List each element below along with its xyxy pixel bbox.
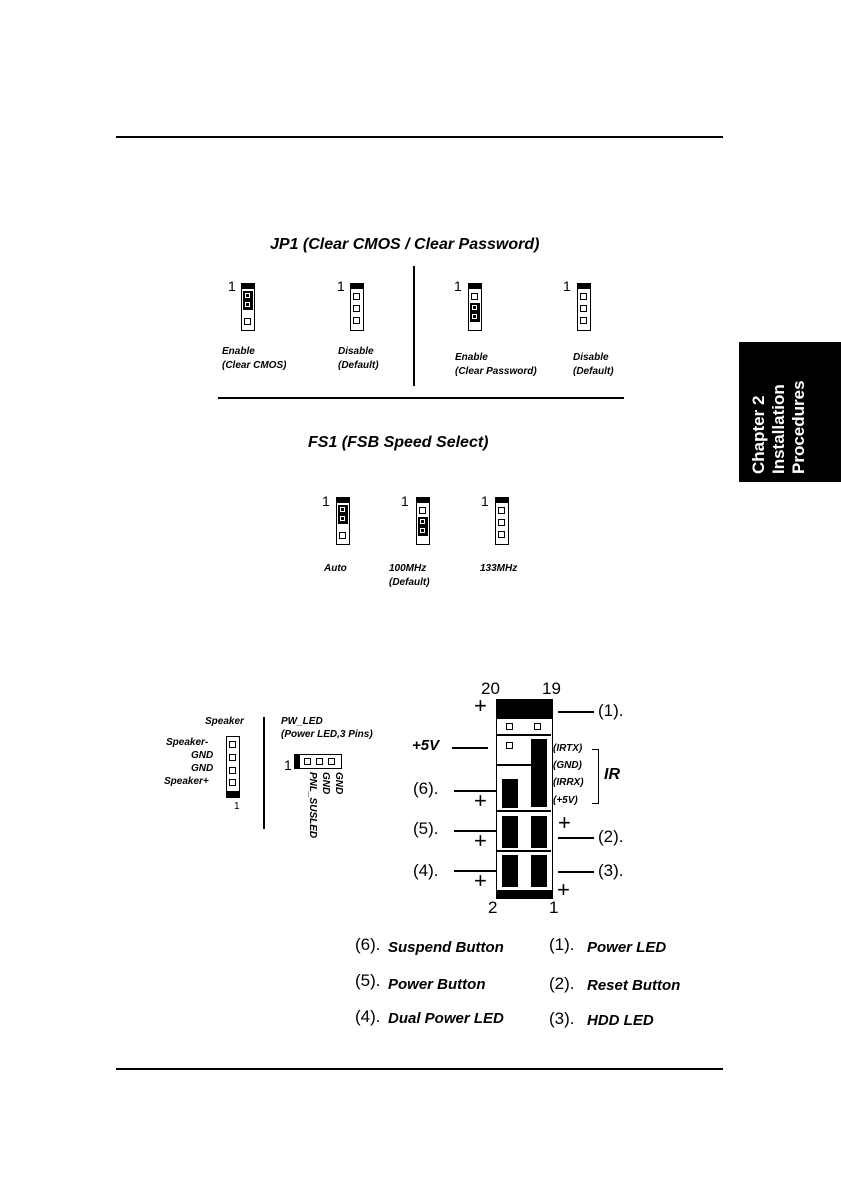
label-enable-cmos-sub: (Clear CMOS) [222, 360, 287, 371]
speaker-pin-label: Speaker- [166, 737, 209, 748]
label-133mhz: 133MHz [480, 563, 518, 574]
fs1-title: FS1 (FSB Speed Select) [308, 434, 489, 451]
ir-label: (IRTX) [553, 743, 583, 754]
speaker-divider [263, 717, 265, 829]
panel-ref-1: (1). [598, 701, 624, 720]
pwled-header [293, 753, 342, 769]
leader-line [558, 871, 594, 873]
panel-ref-4: (4). [413, 861, 439, 880]
legend-num: (4). [355, 1007, 381, 1026]
tab-line-3: Procedures [789, 380, 808, 474]
legend-num: (3). [549, 1009, 575, 1028]
jp1-title: JP1 (Clear CMOS / Clear Password) [270, 236, 540, 253]
speaker-pin-label: GND [191, 763, 214, 774]
pin1-marker: 1 [401, 493, 409, 509]
panel-header [495, 698, 553, 899]
jumper-jp1-enable-pwd [467, 282, 482, 331]
ir-label: (IRRX) [553, 777, 584, 788]
top-rule [116, 136, 723, 138]
legend-num: (6). [355, 935, 381, 954]
panel-plus5v: +5V [412, 737, 440, 754]
jumper-jp1-disable-pwd [576, 282, 591, 331]
panel-plus: + [474, 788, 487, 813]
label-auto: Auto [324, 563, 347, 574]
legend-label: Reset Button [587, 977, 681, 994]
panel-ref-6: (6). [413, 779, 439, 798]
ir-bracket [592, 749, 599, 804]
pin1-marker: 1 [454, 278, 462, 294]
legend-num: (5). [355, 971, 381, 990]
leader-line [452, 747, 488, 749]
jp1-divider [413, 266, 415, 386]
panel-plus: + [474, 693, 487, 718]
ir-label: (+5V) [553, 795, 578, 806]
speaker-pin-label: Speaker+ [164, 776, 209, 787]
speaker-header [225, 736, 240, 798]
leader-line [454, 870, 496, 872]
jumper-fs1-100mhz [415, 496, 430, 545]
panel-plus: + [558, 810, 571, 835]
pin1-marker: 1 [481, 493, 489, 509]
pwled-pin1: 1 [284, 757, 292, 773]
jp1-fs1-separator [218, 397, 624, 399]
label-disable-pwd-sub: (Default) [573, 366, 614, 377]
panel-plus: + [557, 877, 570, 902]
pin1-marker: 1 [322, 493, 330, 509]
pwled-vlabel: PNL_SUSLED [307, 772, 318, 839]
leader-line [558, 837, 594, 839]
ir-title: IR [604, 766, 620, 783]
speaker-pin1: 1 [234, 801, 240, 812]
pwled-title: PW_LED [281, 716, 323, 727]
chapter-tab: Chapter 2 Installation Procedures [739, 342, 841, 482]
label-disable-cmos-sub: (Default) [338, 360, 379, 371]
ir-label: (GND) [553, 760, 582, 771]
speaker-pin-label: GND [191, 750, 214, 761]
label-enable-pwd: Enable [455, 352, 488, 363]
label-100mhz: 100MHz [389, 563, 427, 574]
panel-plus: + [474, 868, 487, 893]
label-enable-cmos: Enable [222, 346, 255, 357]
tab-line-2: Installation [769, 384, 788, 474]
tab-line-1: Chapter 2 [749, 395, 768, 474]
legend-num: (1). [549, 935, 575, 954]
legend-label: Power LED [587, 939, 667, 956]
panel-ref-3: (3). [598, 861, 624, 880]
panel-ref-5: (5). [413, 819, 439, 838]
panel-ref-2: (2). [598, 827, 624, 846]
leader-line [454, 790, 496, 792]
pwled-subtitle: (Power LED,3 Pins) [281, 729, 373, 740]
legend-label: Dual Power LED [388, 1010, 504, 1027]
panel-pin2: 2 [488, 898, 498, 917]
pin1-marker: 1 [563, 278, 571, 294]
pin1-marker: 1 [228, 278, 236, 294]
leader-line [454, 830, 496, 832]
label-disable-pwd: Disable [573, 352, 609, 363]
jumper-fs1-133mhz [494, 496, 509, 545]
jumper-jp1-enable-cmos [240, 282, 255, 331]
label-enable-pwd-sub: (Clear Password) [455, 366, 537, 377]
bottom-rule [116, 1068, 723, 1070]
legend-label: HDD LED [587, 1012, 654, 1029]
label-100mhz-sub: (Default) [389, 577, 430, 588]
speaker-title: Speaker [205, 716, 244, 727]
panel-pin20: 20 [481, 679, 500, 698]
legend-label: Power Button [388, 976, 486, 993]
jumper-jp1-disable-cmos [349, 282, 364, 331]
leader-line [558, 711, 594, 713]
pwled-vlabel: GND [333, 772, 344, 795]
label-disable-cmos: Disable [338, 346, 374, 357]
legend-label: Suspend Button [388, 939, 504, 956]
panel-pin19: 19 [542, 679, 561, 698]
panel-pin1: 1 [549, 898, 559, 917]
panel-plus: + [474, 828, 487, 853]
pin1-marker: 1 [337, 278, 345, 294]
pwled-vlabel: GND [320, 772, 331, 795]
jumper-fs1-auto [335, 496, 350, 545]
legend-num: (2). [549, 974, 575, 993]
